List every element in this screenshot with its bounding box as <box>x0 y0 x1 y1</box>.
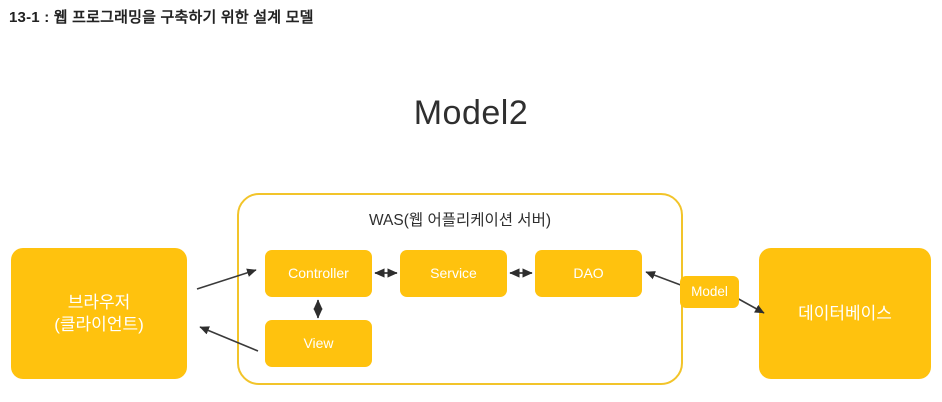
node-service-label: Service <box>430 264 477 281</box>
slide-heading: 13-1 : 웹 프로그래밍을 구축하기 위한 설계 모델 <box>9 9 314 26</box>
node-dao: DAO <box>535 250 642 297</box>
node-database-label: 데이터베이스 <box>798 303 892 323</box>
node-controller: Controller <box>265 250 372 297</box>
node-view: View <box>265 320 372 367</box>
node-browser: 브라우저 (클라이언트) <box>11 248 187 379</box>
node-controller-label: Controller <box>288 264 349 281</box>
node-model: Model <box>680 276 739 308</box>
node-model-label: Model <box>691 284 728 300</box>
was-label: WAS(웹 어플리케이션 서버) <box>368 212 551 229</box>
node-browser-label: 브라우저 (클라이언트) <box>54 292 144 336</box>
diagram-title: Model2 <box>413 94 529 132</box>
node-view-label: View <box>303 334 334 351</box>
node-service: Service <box>400 250 507 297</box>
node-browser-label-line2: (클라이언트) <box>54 314 144 334</box>
node-browser-label-line1: 브라우저 <box>67 292 131 312</box>
node-dao-label: DAO <box>573 264 604 281</box>
node-database: 데이터베이스 <box>759 248 931 379</box>
